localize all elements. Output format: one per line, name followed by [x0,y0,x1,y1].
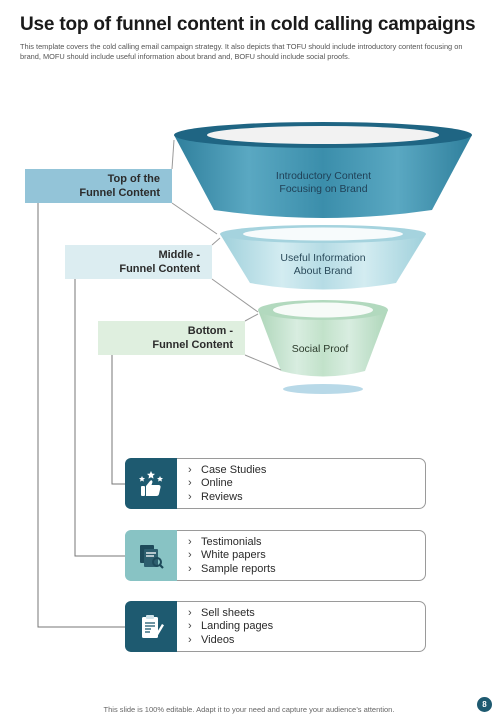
list-item: Case Studies [188,464,266,477]
funnel-middle-text: Useful Information About Brand [248,252,398,278]
funnel-text-line: Useful Information [280,252,366,264]
label-line: Bottom - [187,325,233,337]
card-connectors [37,203,125,628]
label-line: Funnel Content [119,263,200,275]
list-item: Landing pages [188,620,273,633]
funnel-text-line: Introductory Content [275,170,372,182]
list-item: Sample reports [188,563,276,576]
list-item: Videos [188,634,273,647]
funnel-tier-middle [220,225,426,290]
list-item: White papers [188,549,276,562]
label-line: Top of the [107,173,160,185]
footer-note: This slide is 100% editable. Adapt it to… [103,705,395,714]
label-top-of-funnel: Top of the Funnel Content [25,169,172,203]
label-line: Funnel Content [79,187,160,199]
funnel-bottom-text: Social Proof [270,343,370,356]
page-subtitle: This template covers the cold calling em… [20,42,463,61]
funnel-shadow [283,384,363,394]
funnel-text-line: Focusing on Brand [279,183,368,195]
label-line: Middle - [158,249,200,261]
page-number: 8 [477,697,492,712]
content-card-top: Sell sheets Landing pages Videos [125,601,426,652]
list-item: Reviews [188,491,266,504]
clipboard-pen-icon [125,601,177,652]
funnel-text-line: Social Proof [291,343,349,355]
label-bottom-funnel: Bottom - Funnel Content [98,321,245,355]
label-connectors [171,139,282,371]
thumbs-up-stars-icon [125,458,177,509]
funnel-tier-bottom [258,300,388,377]
list-item: Sell sheets [188,607,273,620]
list-item: Testimonials [188,536,276,549]
documents-magnifier-icon [125,530,177,581]
content-card-bottom: Case Studies Online Reviews [125,458,426,509]
label-line: Funnel Content [152,339,233,351]
label-middle-funnel: Middle - Funnel Content [65,245,212,279]
page-title: Use top of funnel content in cold callin… [20,14,476,35]
content-card-middle: Testimonials White papers Sample reports [125,530,426,581]
funnel-tier-top [174,122,472,218]
funnel-top-text: Introductory Content Focusing on Brand [236,170,411,196]
funnel-text-line: About Brand [293,265,353,277]
list-item: Online [188,477,266,490]
